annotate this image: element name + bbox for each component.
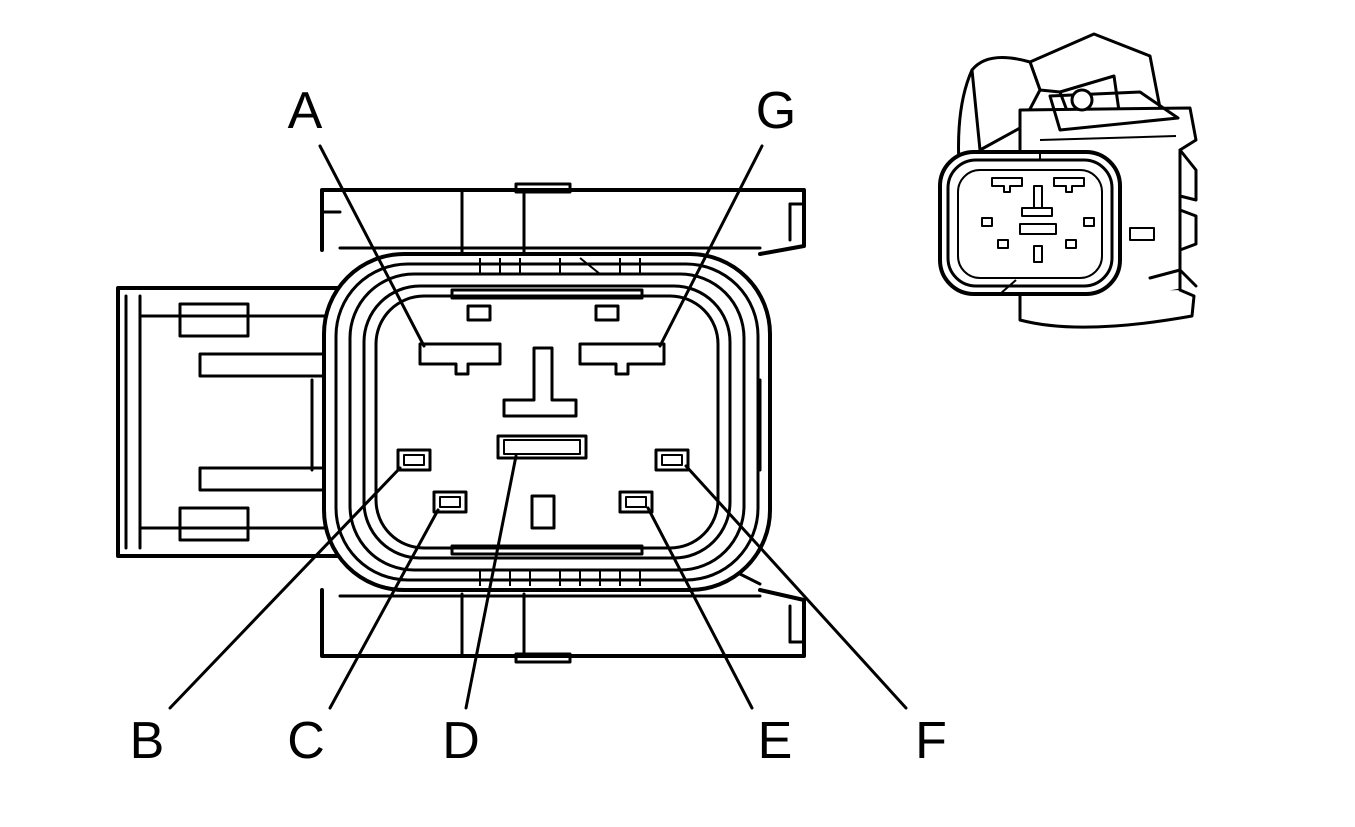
center-key (502, 346, 578, 418)
pin-label-d: D (442, 712, 480, 770)
leader-d (464, 454, 518, 710)
pin-label-g: G (756, 82, 796, 140)
pin-label-a: A (288, 82, 323, 140)
terminal-b-cavity (396, 448, 432, 472)
leader-lines (168, 144, 908, 710)
terminal-d-cavity (496, 434, 588, 460)
leader-f (684, 464, 908, 710)
left-latch (116, 286, 352, 558)
connector-isometric-view (938, 32, 1198, 329)
top-housing (320, 182, 806, 256)
leader-b (168, 466, 402, 710)
leader-a (318, 144, 426, 348)
pin-label-b: B (130, 712, 165, 770)
pin-label-f: F (915, 712, 947, 770)
terminal-g-cavity (578, 342, 666, 376)
pin-label-e: E (758, 712, 793, 770)
seal-ribs (310, 257, 762, 586)
leader-g (658, 144, 764, 348)
terminal-a-cavity (418, 342, 502, 376)
lower-key-slot (530, 494, 556, 530)
seal-rings (322, 252, 772, 592)
leader-e (646, 506, 754, 710)
connector-face-view: A G B C D E F (116, 82, 947, 770)
terminal-cavities (396, 342, 690, 530)
leader-c (328, 508, 440, 710)
pin-labels: A G B C D E F (130, 82, 947, 770)
pin-label-c: C (287, 712, 325, 770)
terminal-f-cavity (654, 448, 690, 472)
